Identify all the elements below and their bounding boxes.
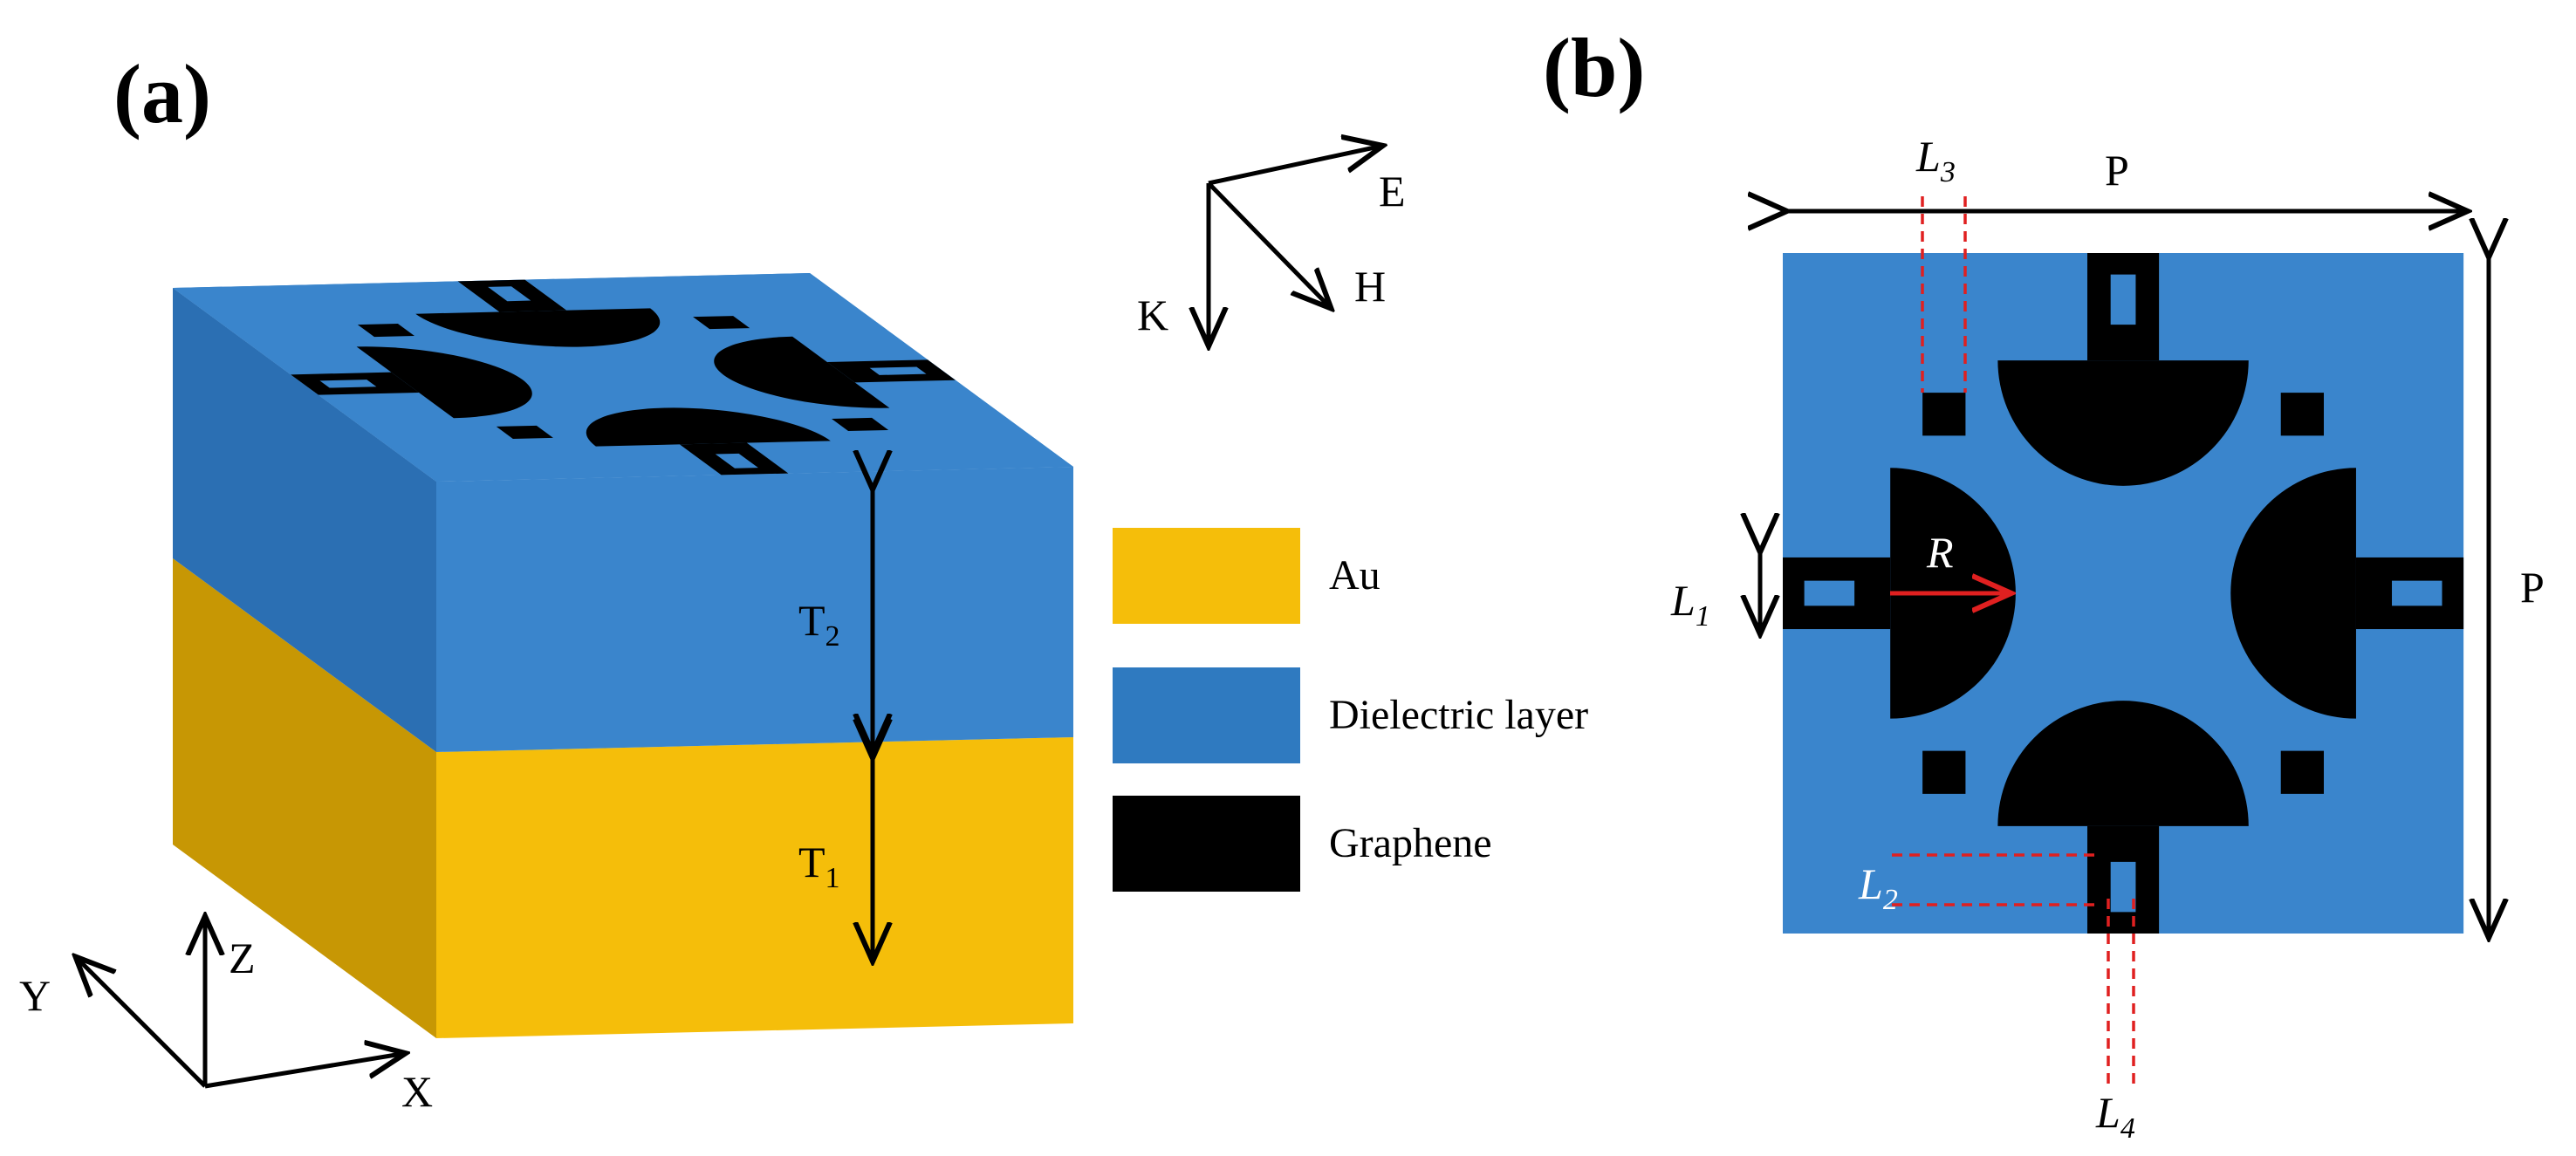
thickness-t2: T2 (798, 485, 873, 749)
l4-dimension: L4 (2095, 899, 2135, 1145)
p-right-label: P (2520, 563, 2545, 612)
z-axis-label: Z (229, 934, 256, 982)
k-vector-label: K (1137, 291, 1168, 339)
unit-cell-top-view (1783, 253, 2464, 934)
l1-label: L1 (1670, 576, 1710, 633)
dielectric-layer-front-face (436, 467, 1073, 752)
radius-dimension: R (1890, 528, 2007, 593)
h-field-label: H (1354, 262, 1386, 311)
e-field-label: E (1379, 167, 1406, 215)
t1-label: T1 (798, 838, 840, 894)
legend-swatch-graphene (1113, 796, 1300, 892)
l3-dimension: L3 (1915, 132, 1967, 393)
l3-label: L3 (1915, 132, 1956, 188)
y-axis-label: Y (19, 971, 51, 1020)
panel-a-label: (a) (113, 47, 211, 140)
legend-label-dielectric: Dielectric layer (1329, 692, 1588, 738)
thickness-t1: T1 (798, 754, 873, 957)
legend-label-au: Au (1329, 552, 1380, 599)
p-top-label: P (2105, 146, 2129, 195)
coordinate-axes: X Y Z (19, 920, 433, 1116)
r-label: R (1926, 528, 1954, 577)
l2-dimension: L2 (1858, 853, 2096, 916)
legend-swatch-au (1113, 528, 1300, 624)
l4-label: L4 (2095, 1088, 2135, 1145)
legend-swatch-dielectric (1113, 667, 1300, 763)
l2-label: L2 (1858, 859, 1898, 916)
au-layer-front-face (436, 737, 1073, 1038)
t2-label: T2 (798, 596, 840, 653)
field-vectors: E H K (1137, 147, 1406, 342)
legend-label-graphene: Graphene (1329, 820, 1492, 866)
l1-dimension: L1 (1670, 548, 1760, 633)
layered-cube (173, 273, 1074, 1038)
legend: Au Dielectric layer Graphene (1113, 528, 1588, 892)
x-axis-label: X (401, 1067, 433, 1116)
panel-b-label: (b) (1543, 21, 1645, 114)
au-layer-left-face (173, 558, 436, 1038)
dielectric-layer-left-face (173, 288, 436, 752)
period-dimension-right: P (2489, 253, 2545, 934)
period-dimension-top: P (1783, 146, 2463, 211)
